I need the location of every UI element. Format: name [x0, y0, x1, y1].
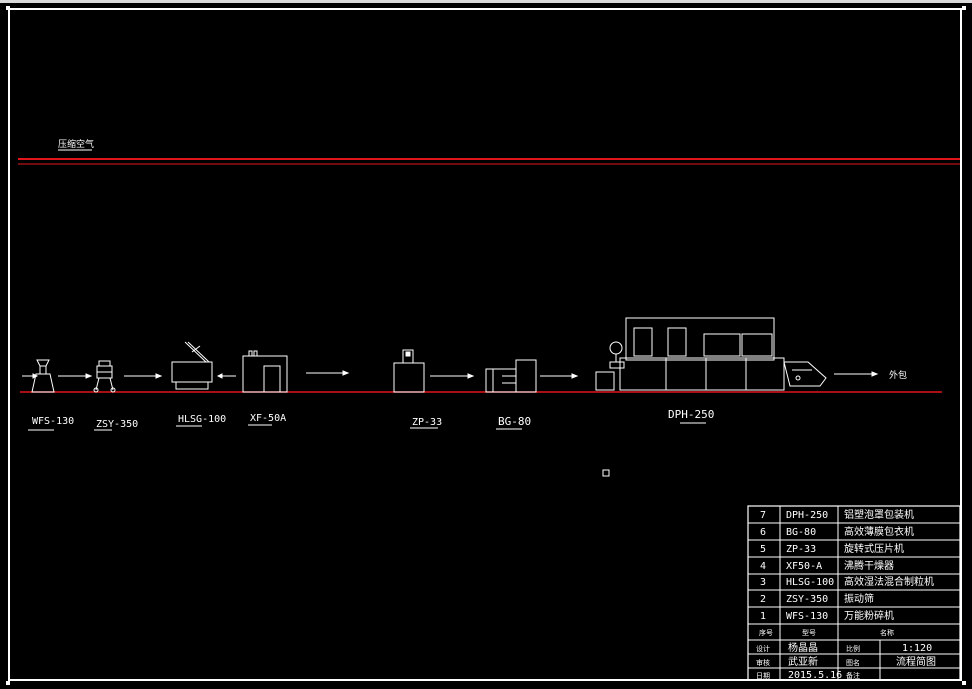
flow-arrows [22, 370, 879, 379]
outlet-label: 外包 [889, 369, 907, 381]
tb-header-no: 序号 [759, 628, 773, 637]
tb-note-label: 备注 [846, 671, 860, 680]
tb-row-name: 旋转式压片机 [844, 542, 904, 555]
machine-bg-80 [485, 359, 537, 393]
tb-reviewer-label: 审核 [756, 658, 770, 667]
tb-row-no: 6 [760, 527, 766, 538]
equipment-label: HLSG-100 [178, 414, 226, 425]
equipment-label: WFS-130 [32, 416, 74, 427]
tb-row-model: ZSY-350 [786, 594, 828, 605]
tb-row-name: 沸腾干燥器 [844, 559, 894, 572]
tb-scale-label: 比例 [846, 644, 860, 653]
tb-row-model: BG-80 [786, 527, 816, 538]
machine-zp-33 [393, 349, 425, 393]
tb-row-no: 5 [760, 544, 766, 555]
tb-row-name: 铝塑泡罩包装机 [844, 508, 914, 521]
tb-row-no: 4 [760, 561, 766, 572]
tb-row-name: 高效薄膜包衣机 [844, 525, 914, 538]
compressed-air-line [18, 158, 960, 165]
tb-row-model: ZP-33 [786, 544, 816, 555]
cursor-marker [602, 469, 610, 477]
tb-header-model: 型号 [802, 628, 816, 637]
title-block: 7 DPH-250 铝塑泡罩包装机 6 BG-80 高效薄膜包衣机 5 ZP-3… [747, 505, 961, 681]
equipment-label: ZSY-350 [96, 419, 138, 430]
tb-scale: 1:120 [902, 643, 932, 654]
compressed-air-label: 压缩空气 [58, 138, 94, 150]
tb-row-model: DPH-250 [786, 510, 828, 521]
tb-header-name: 名称 [880, 628, 894, 637]
machine-dph-250 [595, 317, 827, 391]
equipment-label: ZP-33 [412, 417, 442, 428]
frame-corner-marker [6, 6, 10, 10]
tb-row-model: HLSG-100 [786, 577, 834, 588]
window-top-bar [0, 0, 972, 3]
frame-corner-marker [962, 681, 966, 685]
tb-row-no: 1 [760, 611, 766, 622]
equipment-label: BG-80 [498, 415, 531, 428]
machine-zsy-350 [93, 360, 116, 393]
tb-date-label: 日期 [756, 672, 770, 680]
tb-row-no: 7 [760, 510, 766, 521]
tb-row-name: 万能粉碎机 [844, 609, 894, 622]
machine-hlsg-100 [171, 341, 213, 390]
tb-row-no: 3 [760, 577, 766, 588]
drawing-frame [8, 8, 962, 681]
machine-wfs-130 [31, 359, 55, 393]
equipment-label: XF-50A [250, 413, 286, 424]
equipment-label: DPH-250 [668, 408, 714, 421]
tb-row-model: WFS-130 [786, 611, 828, 622]
tb-row-name: 高效湿法混合制粒机 [844, 575, 934, 588]
tb-drawing-label: 图名 [846, 658, 860, 667]
tb-row-model: XF50-A [786, 561, 822, 572]
tb-row-name: 振动筛 [844, 592, 874, 605]
frame-corner-marker [962, 6, 966, 10]
tb-designer-label: 设计 [756, 644, 770, 653]
tb-drawing-name: 流程简图 [896, 655, 936, 668]
tb-row-no: 2 [760, 594, 766, 605]
equipment-labels: WFS-130 ZSY-350 HLSG-100 XF-50A ZP-33 BG… [28, 408, 714, 431]
tb-date: 2015.5.16 [788, 670, 842, 681]
tb-designer: 杨晶晶 [788, 641, 818, 654]
frame-corner-marker [6, 681, 10, 685]
machine-xf-50a [242, 350, 288, 393]
tb-reviewer: 武亚新 [788, 655, 818, 668]
